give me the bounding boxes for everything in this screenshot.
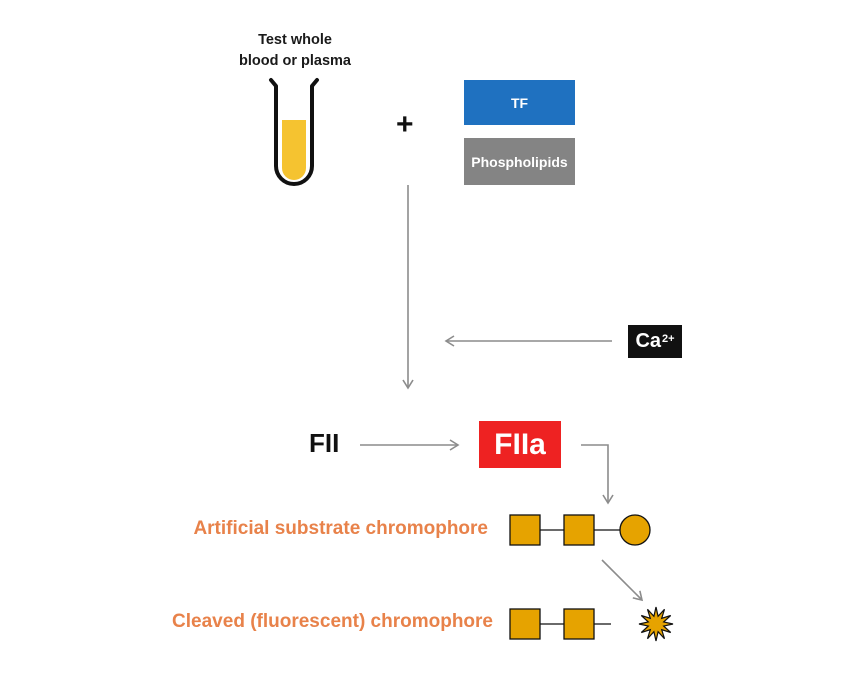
substrate-chromophore-circle bbox=[619, 514, 651, 546]
calcium-charge: 2+ bbox=[662, 332, 675, 345]
cleaved-block-1 bbox=[509, 608, 541, 640]
tf-box: TF bbox=[464, 80, 575, 125]
arrow-cleavage bbox=[601, 559, 644, 602]
tube-label: Test whole blood or plasma bbox=[210, 30, 380, 72]
factor-iia-label: FIIa bbox=[494, 427, 546, 461]
phospholipids-label: Phospholipids bbox=[471, 153, 568, 170]
cleaved-chain-icon bbox=[509, 608, 611, 640]
cleaved-label: Cleaved (fluorescent) chromophore bbox=[172, 611, 493, 632]
substrate-block-2 bbox=[563, 514, 595, 546]
substrate-chain-icon bbox=[509, 514, 651, 546]
tube-liquid bbox=[282, 120, 306, 180]
calcium-symbol: Ca bbox=[635, 330, 662, 352]
substrate-label: Artificial substrate chromophore bbox=[193, 518, 488, 539]
arrow-fiia-to-substrate bbox=[581, 444, 614, 505]
substrate-block-1 bbox=[509, 514, 541, 546]
factor-ii-label: FII bbox=[309, 428, 340, 458]
tube-label-line2: blood or plasma bbox=[239, 53, 351, 69]
tube-outline bbox=[269, 78, 319, 186]
factor-iia-box: FIIa bbox=[479, 421, 561, 468]
fluorescent-starburst-icon bbox=[638, 606, 674, 642]
phospholipids-box: Phospholipids bbox=[464, 138, 575, 185]
plus-sign: + bbox=[396, 108, 414, 141]
cleaved-block-2 bbox=[563, 608, 595, 640]
tube-label-line1: Test whole bbox=[258, 32, 332, 48]
test-tube-icon bbox=[269, 78, 319, 186]
tf-label: TF bbox=[510, 94, 529, 111]
